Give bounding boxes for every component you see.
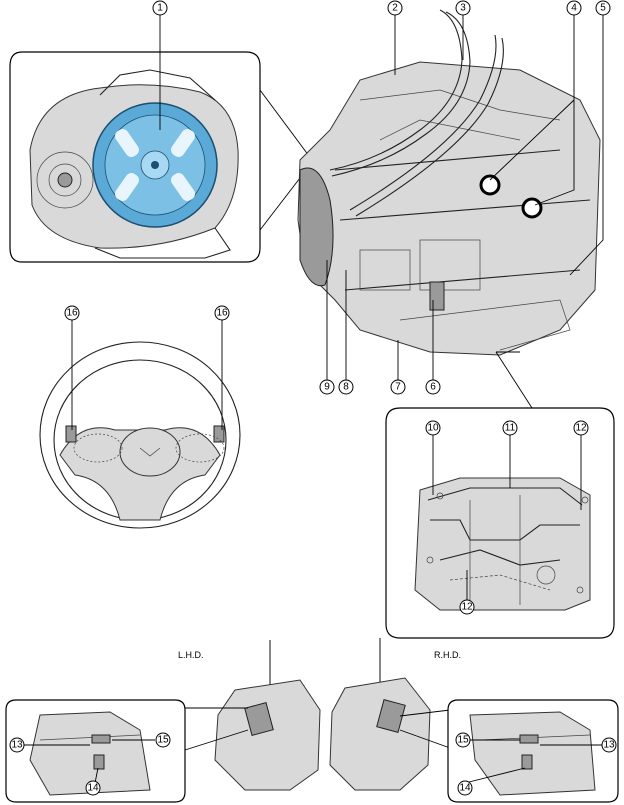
callout-label: 2 (392, 3, 398, 14)
callout-label: 13 (603, 740, 615, 751)
callout-1: 1 (152, 0, 168, 16)
torque-converter-inset (9, 51, 313, 263)
callouts: 1 2 3 4 5 6 7 8 9 10 11 12 12 13 13 14 1… (9, 0, 617, 796)
callout-label: 15 (157, 735, 169, 746)
rhd-label: R.H.D. (434, 650, 461, 660)
steering-wheel (39, 341, 241, 529)
callout-11: 11 (502, 420, 518, 436)
callout-15b: 15 (455, 732, 471, 748)
callout-6: 6 (425, 379, 441, 395)
callout-3: 3 (455, 0, 471, 16)
callout-13a: 13 (9, 737, 25, 753)
shift-lever-lhd (184, 640, 321, 791)
callout-label: 15 (457, 735, 469, 746)
callout-9: 9 (319, 379, 335, 395)
callout-label: 6 (430, 382, 436, 393)
callout-label: 1 (157, 3, 163, 14)
leader-lines (24, 15, 605, 784)
callout-label: 4 (571, 3, 577, 14)
callout-7: 7 (390, 379, 406, 395)
callout-label: 10 (427, 423, 439, 434)
callout-label: 5 (600, 3, 606, 14)
callout-label: 16 (66, 308, 78, 319)
switch-detail-inset-right (447, 699, 619, 803)
callout-5: 5 (595, 0, 611, 16)
control-valve-inset (385, 351, 615, 639)
callout-2: 2 (387, 0, 403, 16)
callout-14b: 14 (457, 780, 473, 796)
callout-label: 8 (343, 382, 349, 393)
callout-label: 12 (575, 423, 587, 434)
callout-14a: 14 (85, 780, 101, 796)
callout-4: 4 (566, 0, 582, 16)
callout-12a: 12 (573, 420, 589, 436)
transaxle-assembly (297, 9, 601, 356)
callout-8: 8 (338, 379, 354, 395)
callout-16a: 16 (64, 305, 80, 321)
callout-label: 14 (87, 783, 99, 794)
callout-label: 13 (11, 740, 23, 751)
callout-label: 16 (216, 308, 228, 319)
callout-10: 10 (425, 420, 441, 436)
shift-lever-rhd (329, 638, 451, 791)
lhd-label: L.H.D. (178, 650, 204, 660)
callout-15a: 15 (155, 732, 171, 748)
callout-label: 9 (324, 382, 330, 393)
callout-12b: 12 (459, 599, 475, 615)
callout-label: 11 (505, 423, 516, 434)
callout-13b: 13 (601, 737, 617, 753)
callout-label: 14 (459, 783, 471, 794)
switch-detail-inset-left (5, 699, 186, 803)
callout-label: 3 (460, 3, 466, 14)
callout-label: 7 (395, 382, 401, 393)
callout-16b: 16 (214, 305, 230, 321)
callout-label: 12 (461, 602, 473, 613)
